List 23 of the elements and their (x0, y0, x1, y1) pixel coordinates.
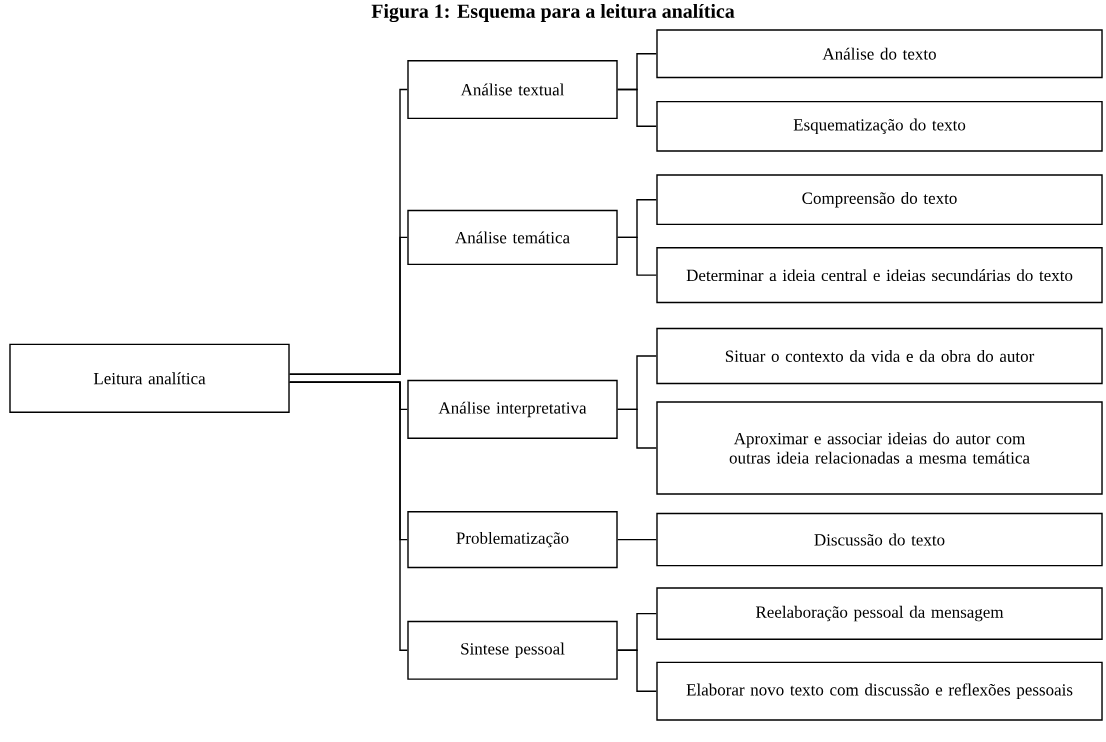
connector-line (617, 649, 657, 692)
text-box: Leitura analítica (9, 343, 290, 413)
text-box: Problematização (407, 511, 618, 569)
text-box: Compreensão do texto (656, 174, 1103, 226)
text-box: Sintese pessoal (407, 620, 618, 680)
figure-title: Figura 1: Esquema para a leitura analítica (371, 3, 735, 23)
connector-line (289, 381, 408, 651)
connector-line (617, 408, 657, 449)
text-box: Análise textual (407, 59, 618, 120)
text-box: Análise do texto (656, 29, 1103, 79)
connector-line (617, 236, 657, 276)
connector-line (289, 236, 408, 375)
text-box: Discussão do texto (656, 512, 1103, 567)
text-box: Determinar a ideia central e ideias secundárias do texto (656, 246, 1103, 304)
text-box: Análise temática (407, 209, 618, 266)
text-box: Elaborar novo texto com discussão e reflexões pessoais (656, 661, 1103, 721)
text-box: Análise interpretativa (407, 379, 618, 439)
text-box: Reelaboração pessoal da mensagem (656, 587, 1103, 640)
text-box: Esquematização do texto (656, 100, 1103, 152)
connector-line (617, 88, 657, 127)
text-box: Aproximar e associar ideias do autor com outras ideia relacionadas a mesma temática (656, 401, 1103, 495)
text-box: Situar o contexto da vida e da obra do autor (656, 327, 1103, 385)
connector-line (617, 538, 657, 541)
